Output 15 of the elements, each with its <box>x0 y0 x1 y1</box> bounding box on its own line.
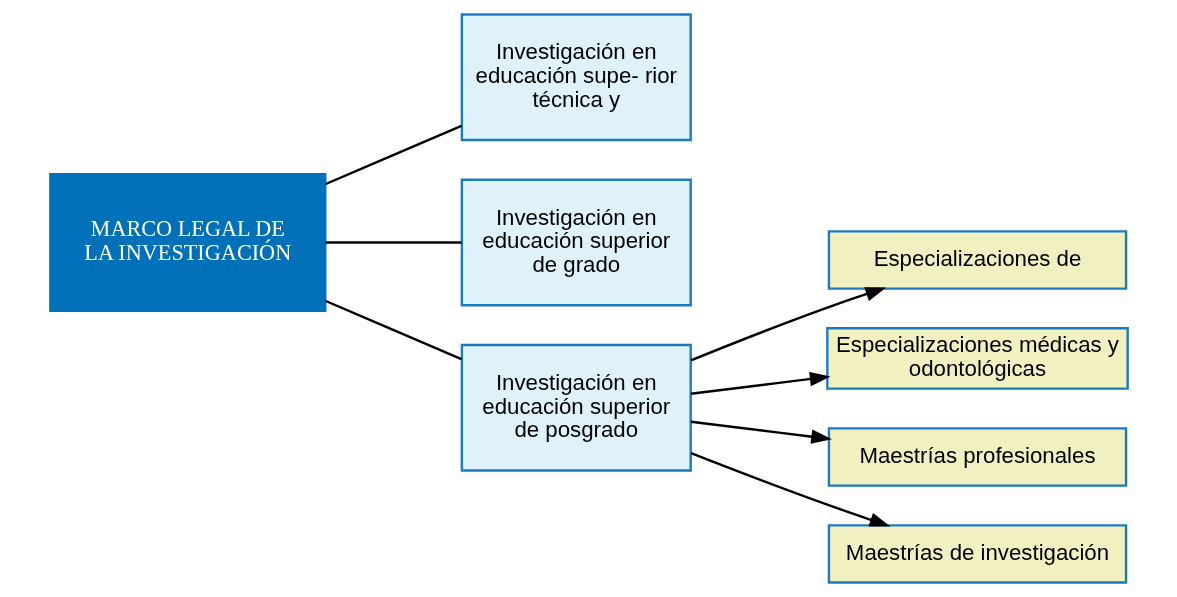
node-box: Especializaciones de <box>827 230 1127 290</box>
node-box: MARCO LEGAL DE LA INVESTIGACIÓN <box>48 173 326 312</box>
connector <box>324 299 462 361</box>
connector <box>325 241 461 244</box>
arrow <box>690 420 832 444</box>
node-box: Maestrías profesionales <box>827 427 1127 487</box>
node-box: Maestrías de investigación <box>827 524 1127 584</box>
node-box: Investigación en educación supe- rior técnica y <box>460 13 692 142</box>
node-box: Investigación en educación superior de grado <box>460 178 692 307</box>
node-box: Investigación en educación superior de posgrado <box>460 343 692 472</box>
node-box: Especializaciones médicas y odontológicas <box>825 327 1129 390</box>
arrow <box>690 452 890 527</box>
arrow <box>689 287 886 362</box>
arrow <box>690 371 830 395</box>
connector <box>324 124 462 186</box>
